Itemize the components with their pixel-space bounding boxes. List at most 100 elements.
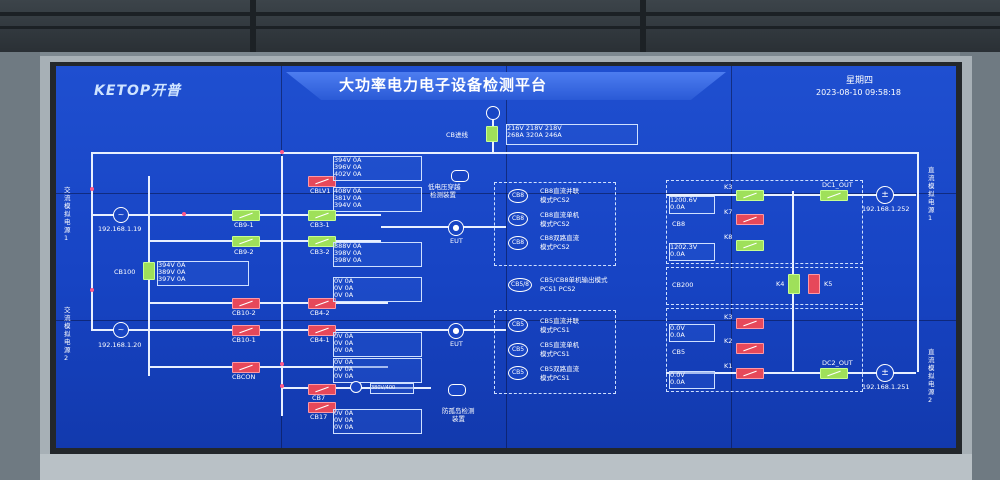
dc1-out-breaker[interactable] <box>820 190 848 201</box>
cb9-1-breaker[interactable] <box>232 210 260 221</box>
cb5-mode-2-line1: CB5直流单机 <box>540 341 580 349</box>
cb5-cb8-mode-line1: CB5/CB8单机输出模式 <box>540 276 608 284</box>
cb8-mode-3-icon[interactable]: CB8 <box>508 236 528 250</box>
eut-bottom-icon[interactable]: ● <box>448 323 464 339</box>
cb-in-readout: 216V 218V 218V 268A 320A 246A <box>506 124 638 145</box>
dc2-out-breaker[interactable] <box>820 368 848 379</box>
cb3-2-phase-c: 398V 0A <box>334 256 362 264</box>
cbcon-label: CBCON <box>232 373 256 381</box>
cbcon-breaker[interactable] <box>232 362 260 373</box>
cb4-2-phase-b: 0V 0A <box>334 284 354 292</box>
cb4-1-readout: 0V 0A 0V 0A 0V 0A <box>333 332 422 357</box>
k3-breaker[interactable] <box>736 190 764 201</box>
dc-source-1-ip: 192.168.1.252 <box>862 205 910 213</box>
cb3-1-phase-a: 408V 0A <box>334 187 362 195</box>
cb5-mode-3-icon[interactable]: CB5 <box>508 366 528 380</box>
cb5-mode-1-icon[interactable]: CB5 <box>508 318 528 332</box>
cb5-bottom-readout: 0.0V 0.0A <box>669 371 715 389</box>
cb5-mode-3-line1: CB5双路直流 <box>540 365 580 373</box>
cb8-mode-2-icon[interactable]: CB8 <box>508 212 528 226</box>
cb3-2-phase-b: 398V 0A <box>334 249 362 257</box>
ac-source-1-icon[interactable]: ~ <box>113 207 129 223</box>
cb7-readout: 380V/400 <box>370 383 414 394</box>
cb17-phase-b: 0V 0A <box>334 416 354 424</box>
cb8-dc-group <box>666 180 863 264</box>
cb9-2-breaker[interactable] <box>232 236 260 247</box>
company-logo: KETOP开普 <box>94 83 182 99</box>
datetime-label: 2023-08-10 09:58:18 <box>816 88 901 97</box>
cb17-breaker[interactable] <box>308 402 336 413</box>
cb9-1-label: CB9-1 <box>234 221 254 229</box>
cb5-cb8-mode-icon[interactable]: CB5/8 <box>508 278 532 292</box>
cb5-mode-group <box>494 310 616 394</box>
cb3-1-label: CB3-1 <box>310 221 330 229</box>
bus-node <box>280 150 284 154</box>
cb5-bottom-current: 0.0A <box>670 378 685 386</box>
ac-line-4 <box>91 329 506 331</box>
k8-breaker[interactable] <box>736 240 764 251</box>
k1-label: K1 <box>724 362 733 370</box>
cblv1-phase-c: 402V 0A <box>334 170 362 178</box>
ac-source-2-label: 交流模拟电源2 <box>64 306 71 362</box>
ceiling-beam <box>0 26 1000 29</box>
cb5-top-voltage: 0.0V <box>670 324 685 332</box>
cb5-dc-label: CB5 <box>672 348 686 356</box>
dc-source-1-icon[interactable]: ± <box>876 186 894 204</box>
cb8-mode-1-line2: 模式PCS2 <box>540 196 570 204</box>
cb7-breaker[interactable] <box>308 384 336 395</box>
panel-seam <box>731 66 732 448</box>
cb10-1-breaker[interactable] <box>232 325 260 336</box>
bus-node <box>90 288 94 292</box>
cb10-2-label: CB10-2 <box>232 309 256 317</box>
k1-breaker[interactable] <box>736 368 764 379</box>
cb-in-current: 268A 320A 246A <box>507 131 562 139</box>
cbcon-readout: 0V 0A 0V 0A 0V 0A <box>333 358 422 383</box>
lvrt-device-icon[interactable] <box>451 170 469 182</box>
cb9-2-label: CB9-2 <box>234 248 254 256</box>
cb8-bottom-voltage: 1202.3V <box>670 243 698 251</box>
k3b-label: K3 <box>724 313 733 321</box>
cb10-2-breaker[interactable] <box>232 298 260 309</box>
anti-island-label-1: 防孤岛检测 <box>442 407 475 415</box>
dc-top-line <box>666 194 916 196</box>
panel-seam <box>56 320 956 321</box>
k7-label: K7 <box>724 208 733 216</box>
cb5-mode-2-icon[interactable]: CB5 <box>508 343 528 357</box>
dc-source-2-ip: 192.168.1.251 <box>862 383 910 391</box>
dc-source-2-icon[interactable]: ± <box>876 364 894 382</box>
transformer-icon <box>350 381 362 393</box>
cb-in-label: CB进线 <box>446 131 468 139</box>
cb100-phase-b: 389V 0A <box>158 268 186 276</box>
k4-breaker[interactable] <box>788 274 800 294</box>
cb4-1-breaker[interactable] <box>308 325 336 336</box>
eut-top-icon[interactable]: ● <box>448 220 464 236</box>
ac-source-2-icon[interactable]: ~ <box>113 322 129 338</box>
cb8-mode-1-icon[interactable]: CB8 <box>508 189 528 203</box>
anti-island-device-icon[interactable] <box>448 384 466 396</box>
dc-source-1-label: 直流模拟电源1 <box>928 166 935 222</box>
cb8-mode-2-line1: CB8直流单机 <box>540 211 580 219</box>
cb8-bottom-readout: 1202.3V 0.0A <box>669 243 715 261</box>
cb17-readout: 0V 0A 0V 0A 0V 0A <box>333 409 422 434</box>
cb-in-breaker[interactable] <box>486 126 498 142</box>
cb4-2-phase-c: 0V 0A <box>334 291 354 299</box>
cb3-2-breaker[interactable] <box>308 236 336 247</box>
cb10-1-label: CB10-1 <box>232 336 256 344</box>
cb3-1-readout: 408V 0A 381V 0A 394V 0A <box>333 187 422 212</box>
cb4-1-phase-a: 0V 0A <box>334 332 354 340</box>
eut-top-label: EUT <box>450 237 463 245</box>
cblv1-breaker[interactable] <box>308 176 336 187</box>
k7-breaker[interactable] <box>736 214 764 225</box>
cb100-label: CB100 <box>114 268 136 276</box>
k3b-breaker[interactable] <box>736 318 764 329</box>
k2-breaker[interactable] <box>736 343 764 354</box>
cb4-2-breaker[interactable] <box>308 298 336 309</box>
bus-node <box>182 212 186 216</box>
dc1-out-label: DC1_OUT <box>822 181 853 189</box>
cb100-breaker[interactable] <box>143 262 155 280</box>
cb3-1-breaker[interactable] <box>308 210 336 221</box>
cb17-phase-c: 0V 0A <box>334 423 354 431</box>
cb-in-meter <box>486 106 500 120</box>
k5-breaker[interactable] <box>808 274 820 294</box>
cb5-cb8-mode-line2: PCS1 PCS2 <box>540 285 576 293</box>
